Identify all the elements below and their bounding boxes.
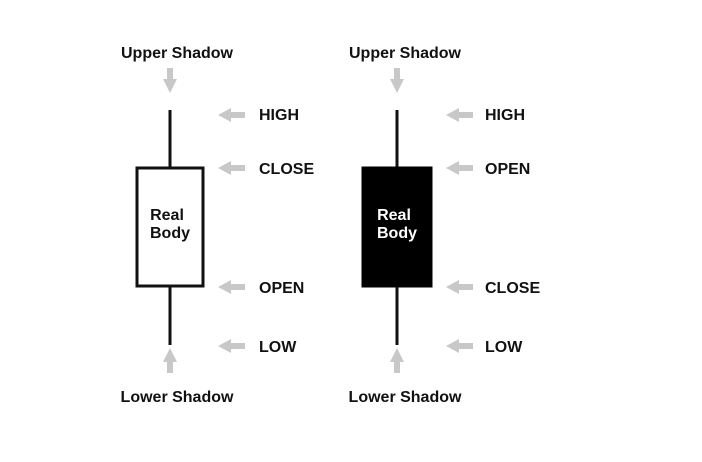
open-label: OPEN [259,280,304,297]
bearish-candle: Upper Shadow Real Body Lower Shadow HIGH… [349,45,541,406]
down-arrow-icon [390,68,404,93]
close-label: CLOSE [259,161,314,178]
low-label: LOW [485,339,523,356]
bullish-candle: Upper Shadow Real Body Lower Shadow HIGH… [121,45,315,406]
down-arrow-icon [163,68,177,93]
upper-shadow-label: Upper Shadow [121,45,234,62]
left-arrow-icon [446,108,473,122]
left-arrow-icon [446,280,473,294]
close-label: CLOSE [485,280,540,297]
real-body [361,166,433,288]
real-body-label-line1: Real [377,207,411,224]
lower-shadow-label: Lower Shadow [121,389,234,406]
high-label: HIGH [259,107,299,124]
low-label: LOW [259,339,297,356]
left-arrow-icon [218,161,245,175]
left-arrow-icon [446,161,473,175]
lower-shadow-label: Lower Shadow [349,389,462,406]
left-arrow-icon [446,339,473,353]
open-label: OPEN [485,161,530,178]
left-arrow-icon [218,339,245,353]
upper-shadow-label: Upper Shadow [349,45,462,62]
up-arrow-icon [390,348,404,373]
high-label: HIGH [485,107,525,124]
left-arrow-icon [218,280,245,294]
up-arrow-icon [163,348,177,373]
real-body-label-line1: Real [150,207,184,224]
left-arrow-icon [218,108,245,122]
real-body-label-line2: Body [377,225,417,242]
real-body-label-line2: Body [150,225,190,242]
